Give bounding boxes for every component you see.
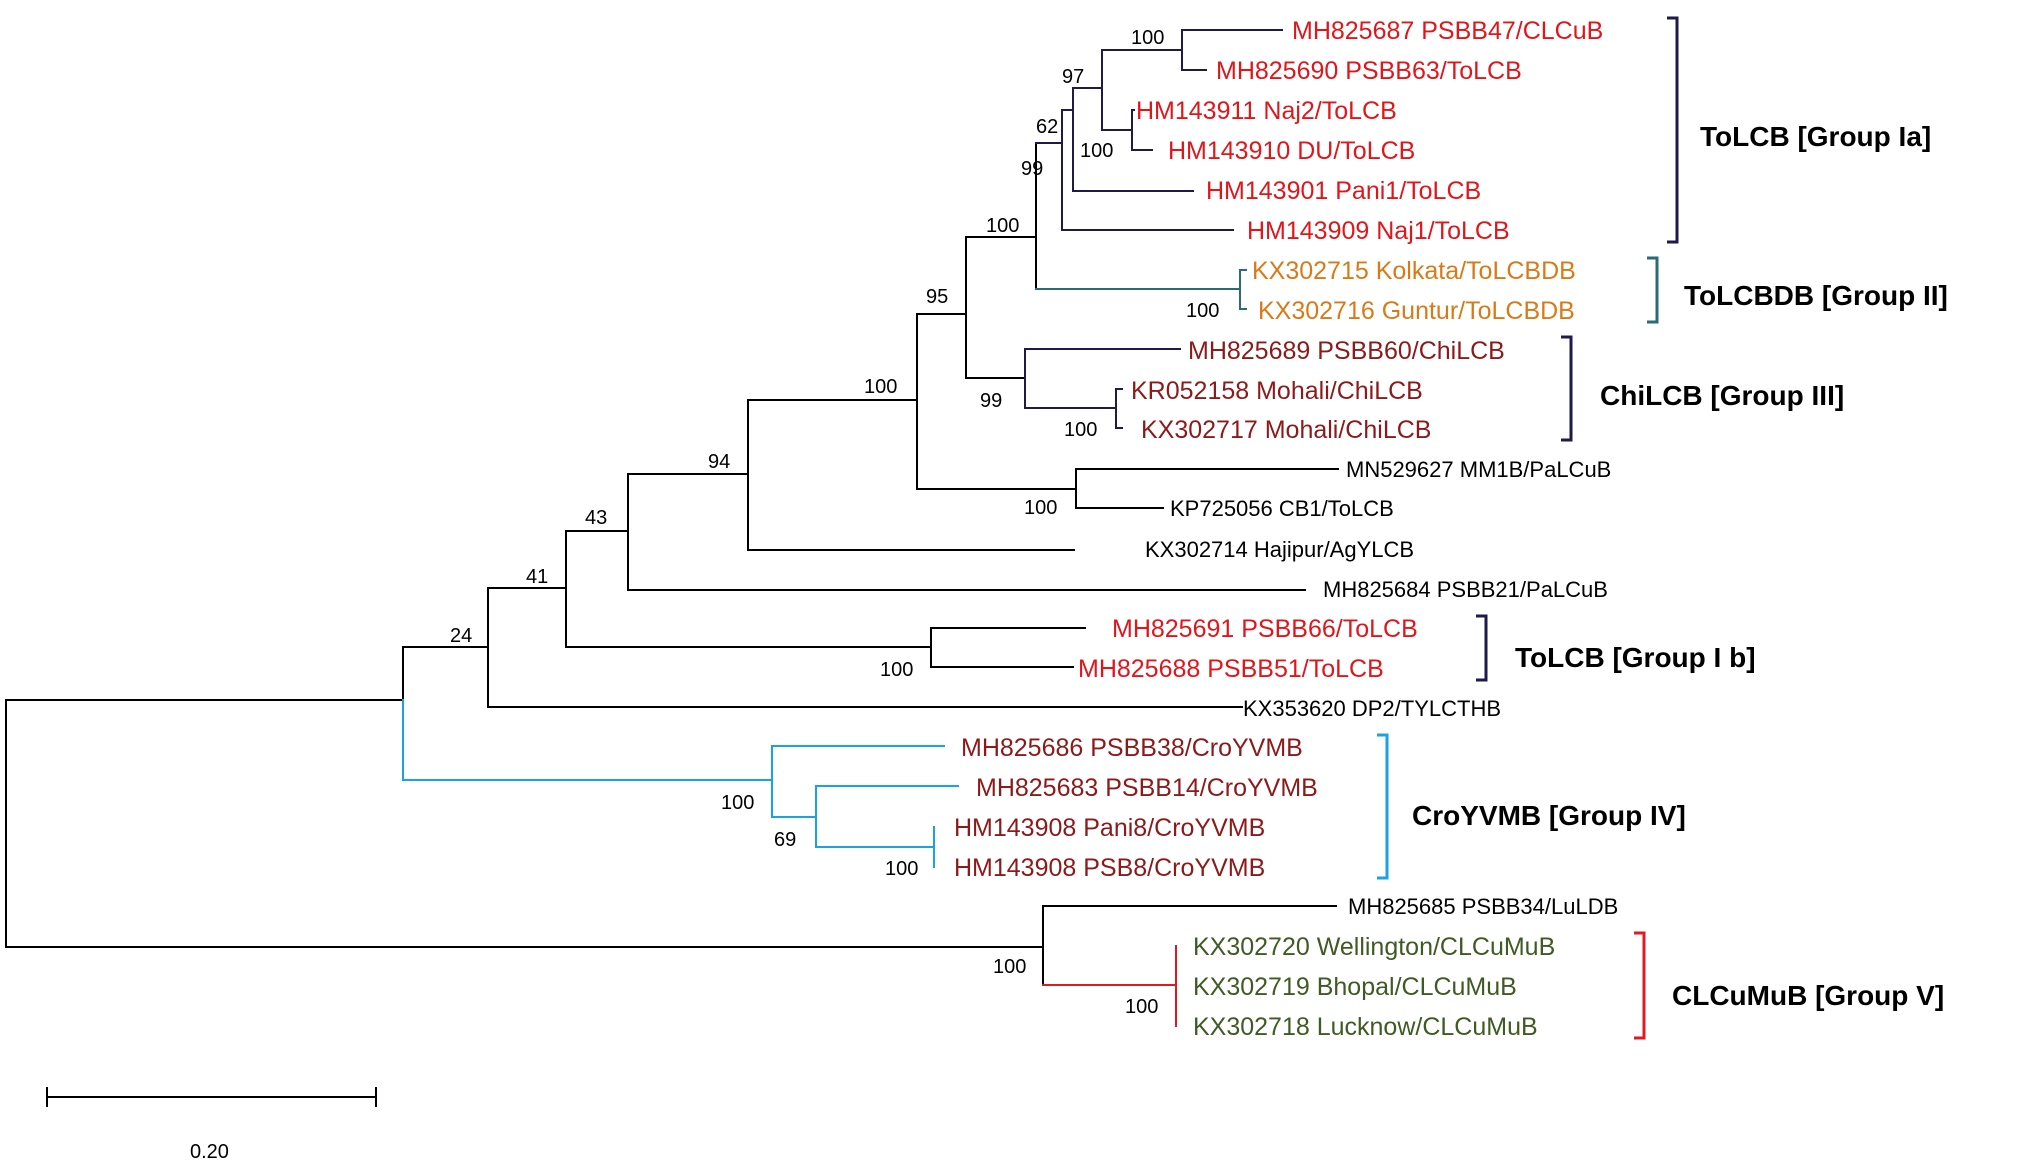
- leaf-label: HM143909 Naj1/ToLCB: [1247, 217, 1510, 245]
- bootstrap-value: 43: [585, 507, 607, 529]
- leaf-label: MH825684 PSBB21/PaLCuB: [1323, 577, 1608, 602]
- leaf-label: KX302714 Hajipur/AgYLCB: [1145, 537, 1414, 562]
- bootstrap-value: 69: [774, 829, 796, 851]
- bootstrap-value: 100: [885, 858, 918, 880]
- leaf-label: KX302720 Wellington/CLCuMuB: [1193, 933, 1555, 961]
- leaf-label: MH825687 PSBB47/CLCuB: [1292, 17, 1603, 45]
- bracket-group-ib: [1476, 614, 1488, 682]
- group-brackets: [1377, 16, 1679, 1040]
- leaf-label: KX302716 Guntur/ToLCBDB: [1258, 297, 1575, 325]
- group-label: CroYVMB [Group IV]: [1412, 800, 1686, 831]
- bootstrap-value: 62: [1036, 116, 1058, 138]
- leaf-label: KX353620 DP2/TYLCTHB: [1243, 696, 1501, 721]
- bootstrap-value: 100: [1064, 419, 1097, 441]
- leaf-label: HM143908 PSB8/CroYVMB: [954, 854, 1265, 882]
- bracket-group-ia: [1667, 16, 1679, 244]
- tree-branches: [5, 29, 1339, 1027]
- group-label: ToLCB [Group I b]: [1515, 642, 1756, 673]
- bracket-group-ii: [1647, 256, 1659, 324]
- bootstrap-value: 100: [1080, 140, 1113, 162]
- bootstrap-value: 100: [1131, 27, 1164, 49]
- bootstrap-value: 99: [1021, 158, 1043, 180]
- leaf-label: HM143908 Pani8/CroYVMB: [954, 814, 1265, 842]
- bracket-group-iv: [1377, 733, 1389, 880]
- group-label: CLCuMuB [Group V]: [1672, 980, 1944, 1011]
- bootstrap-value: 100: [864, 376, 897, 398]
- bootstrap-value: 99: [980, 390, 1002, 412]
- leaf-label: HM143910 DU/ToLCB: [1168, 137, 1415, 165]
- leaf-label: MH825686 PSBB38/CroYVMB: [961, 734, 1303, 762]
- bootstrap-value: 100: [986, 215, 1019, 237]
- bootstrap-value: 100: [1024, 497, 1057, 519]
- leaf-labels: MH825687 PSBB47/CLCuB MH825690 PSBB63/To…: [954, 17, 1618, 1041]
- leaf-label: MH825691 PSBB66/ToLCB: [1112, 615, 1418, 643]
- bootstrap-value: 100: [880, 659, 913, 681]
- bracket-group-v: [1634, 931, 1646, 1040]
- leaf-label: MH825690 PSBB63/ToLCB: [1216, 57, 1522, 85]
- bootstrap-value: 41: [526, 566, 548, 588]
- leaf-label: MH825685 PSBB34/LuLDB: [1348, 894, 1618, 919]
- bootstrap-value: 95: [926, 286, 948, 308]
- scale-bar: 0.20: [46, 1087, 377, 1162]
- leaf-label: MN529627 MM1B/PaLCuB: [1346, 457, 1611, 482]
- bootstrap-value: 100: [1186, 300, 1219, 322]
- bootstrap-value: 97: [1062, 66, 1084, 88]
- leaf-label: HM143911 Naj2/ToLCB: [1136, 97, 1397, 125]
- scale-bar-label: 0.20: [190, 1141, 229, 1162]
- group-labels: ToLCB [Group Ia] ToLCBDB [Group II] ChiL…: [1412, 121, 1948, 1011]
- leaf-label: MH825689 PSBB60/ChiLCB: [1188, 337, 1505, 365]
- leaf-label: MH825688 PSBB51/ToLCB: [1078, 655, 1384, 683]
- leaf-label: KX302717 Mohali/ChiLCB: [1141, 416, 1431, 444]
- bootstrap-values: 100 97 62 100 99 100 100 95 99 100 100 1…: [450, 27, 1219, 1018]
- group-label: ChiLCB [Group III]: [1600, 380, 1844, 411]
- group-label: ToLCB [Group Ia]: [1700, 121, 1931, 152]
- group-label: ToLCBDB [Group II]: [1684, 280, 1948, 311]
- leaf-label: KX302715 Kolkata/ToLCBDB: [1252, 257, 1576, 285]
- leaf-label: MH825683 PSBB14/CroYVMB: [976, 774, 1318, 802]
- leaf-label: KX302719 Bhopal/CLCuMuB: [1193, 973, 1517, 1001]
- leaf-label: KX302718 Lucknow/CLCuMuB: [1193, 1013, 1538, 1041]
- leaf-label: HM143901 Pani1/ToLCB: [1206, 177, 1481, 205]
- bootstrap-value: 100: [993, 956, 1026, 978]
- leaf-label: KR052158 Mohali/ChiLCB: [1131, 377, 1423, 405]
- bootstrap-value: 24: [450, 625, 472, 647]
- leaf-label: KP725056 CB1/ToLCB: [1170, 496, 1394, 521]
- bootstrap-value: 100: [1125, 996, 1158, 1018]
- bootstrap-value: 94: [708, 451, 730, 473]
- bootstrap-value: 100: [721, 792, 754, 814]
- bracket-group-iii: [1561, 335, 1573, 442]
